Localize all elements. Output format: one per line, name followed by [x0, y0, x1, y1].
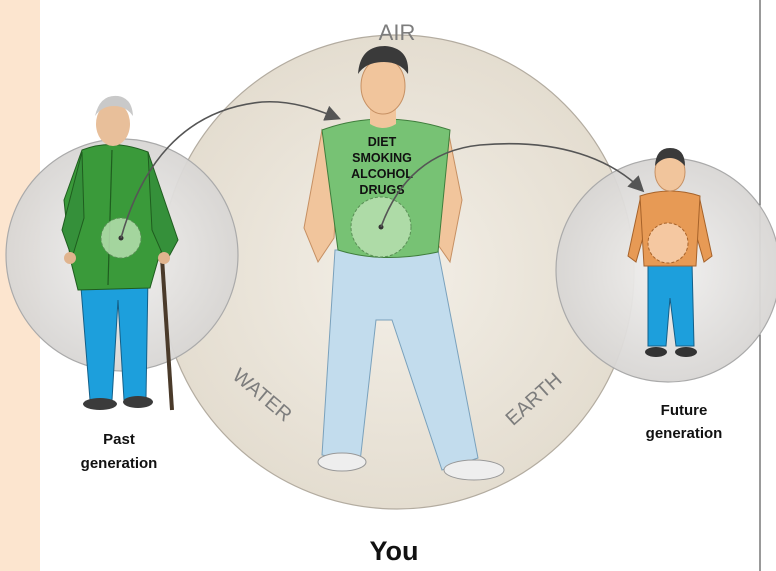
you-to-future-arrow [380, 142, 645, 228]
factor-smoking: SMOKING [352, 151, 412, 165]
air-label: AIR [379, 20, 416, 45]
factor-alcohol: ALCOHOL [351, 167, 413, 181]
you-label: You [370, 536, 419, 566]
future-label-line2: generation [646, 425, 723, 442]
factor-diet: DIET [368, 135, 397, 149]
child-figure [627, 148, 713, 357]
past-label-line1: Past [103, 431, 135, 448]
factor-drugs: DRUGS [359, 183, 404, 197]
future-label-line1: Future [661, 402, 708, 419]
future-inherited-circle [647, 222, 689, 264]
past-label-line2: generation [81, 455, 158, 472]
past-to-you-arrow [120, 100, 341, 239]
young-man-figure [303, 46, 505, 481]
